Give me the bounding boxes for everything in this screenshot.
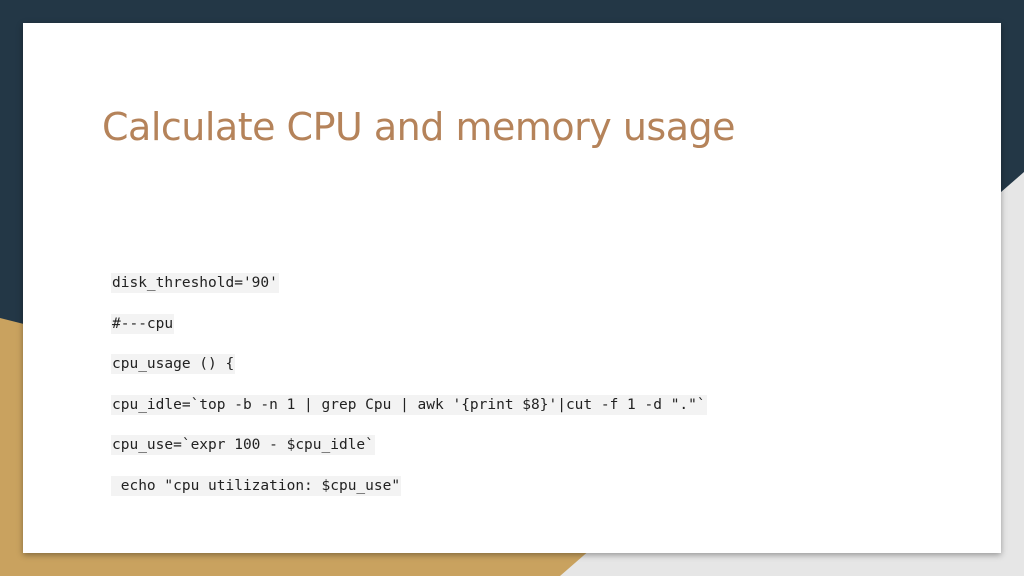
slide-canvas: Calculate CPU and memory usage disk_thre…: [23, 23, 1001, 553]
code-line: disk_threshold='90': [111, 273, 911, 314]
code-line-text: #---cpu: [111, 313, 175, 334]
slide-title: Calculate CPU and memory usage: [102, 105, 736, 149]
code-line-text: cpu_usage () {: [111, 354, 236, 374]
code-line: #---cpu: [111, 313, 911, 355]
code-line-text: cpu_use=`expr 100 - $cpu_idle`: [111, 435, 375, 455]
code-line: cpu_idle=`top -b -n 1 | grep Cpu | awk '…: [111, 394, 911, 436]
code-line-text: echo "cpu utilization: $cpu_use": [111, 475, 402, 496]
code-line: echo "cpu utilization: $cpu_use": [111, 475, 911, 517]
code-line-text: cpu_idle=`top -b -n 1 | grep Cpu | awk '…: [111, 394, 707, 415]
code-block: disk_threshold='90' #---cpu cpu_usage ()…: [111, 273, 911, 516]
code-line: cpu_usage () {: [111, 354, 911, 395]
code-line-text: disk_threshold='90': [111, 273, 279, 293]
code-line: cpu_use=`expr 100 - $cpu_idle`: [111, 435, 911, 476]
